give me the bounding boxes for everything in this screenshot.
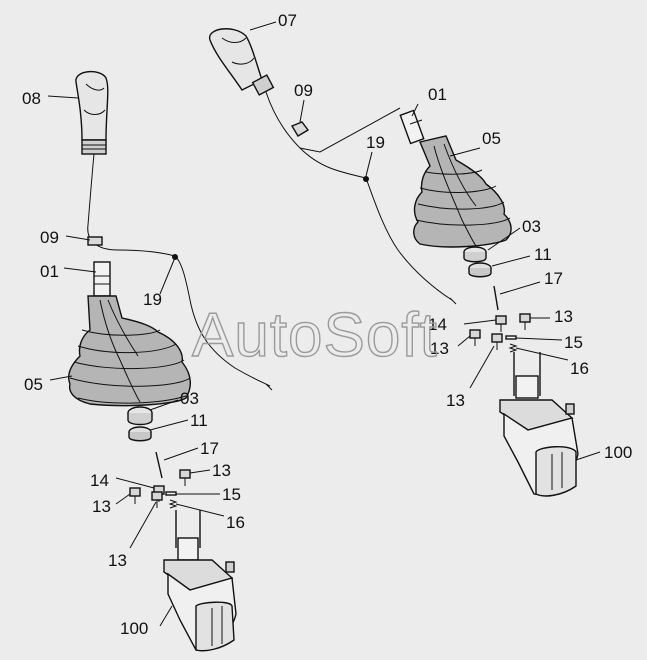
right-nut-09 (290, 121, 310, 137)
right-label-nut-small: 09 (294, 81, 313, 100)
left-nut-11 (128, 426, 152, 442)
right-knob (209, 28, 275, 96)
right-label-nut-11: 11 (534, 245, 552, 264)
left-label-spring: 16 (226, 513, 245, 532)
right-screw-14 (495, 315, 507, 332)
left-washer-15 (165, 491, 177, 496)
right-washer-15 (505, 335, 517, 340)
right-label-washer: 15 (564, 333, 583, 352)
left-nut-03 (127, 406, 153, 426)
left-assembly: 08 09 01 19 05 03 11 17 14 13 13 15 16 1… (22, 71, 273, 652)
right-label-wire: 19 (366, 133, 385, 152)
right-base-100 (499, 352, 579, 497)
right-label-screw-13-lower: 13 (446, 391, 465, 410)
right-boot (413, 135, 512, 248)
right-screw-13-right (519, 313, 531, 330)
left-label-base: 100 (120, 619, 148, 638)
right-label-boot: 05 (482, 129, 501, 148)
left-boot (68, 295, 192, 407)
left-wire-19 (174, 255, 271, 387)
left-label-screw-13-left: 13 (92, 497, 111, 516)
left-label-pin: 17 (200, 439, 219, 458)
left-label-nut-11: 11 (190, 411, 208, 430)
left-label-nut-03: 03 (180, 389, 199, 408)
left-spring-16 (168, 499, 178, 509)
left-screw-13-lower (151, 491, 163, 508)
right-screw-13-left (469, 329, 481, 346)
right-wire-connector (363, 176, 369, 182)
left-label-wire: 19 (143, 290, 162, 309)
left-label-boot: 05 (24, 375, 43, 394)
left-base-100 (163, 510, 237, 652)
right-nut-11 (468, 262, 492, 278)
right-label-pin: 17 (544, 269, 563, 288)
left-label-knob: 08 (22, 89, 41, 108)
left-screw-13-right (179, 469, 191, 486)
right-label-screw-13-left: 13 (430, 339, 449, 358)
left-label-screw-13-right: 13 (212, 461, 231, 480)
left-label-nut-small: 09 (40, 228, 59, 247)
right-knob-wire (265, 91, 401, 153)
right-label-base: 100 (604, 443, 632, 462)
left-nut-09 (87, 236, 103, 246)
right-label-spring: 16 (570, 359, 589, 378)
left-label-screw-13-lower: 13 (108, 551, 127, 570)
left-label-washer: 15 (222, 485, 241, 504)
right-label-knob: 07 (278, 11, 297, 30)
right-shaft (399, 109, 425, 145)
left-screw-13-left (129, 487, 141, 504)
right-screw-13-lower (491, 333, 503, 350)
left-knob (75, 71, 109, 155)
right-nut-03 (463, 246, 487, 263)
right-wire-19 (365, 177, 453, 301)
left-wire-connector (172, 254, 178, 260)
left-pin-17 (155, 451, 163, 479)
right-assembly: 07 09 01 05 19 03 11 17 14 13 13 15 16 1… (209, 11, 632, 497)
left-label-screw-14: 14 (90, 471, 109, 490)
right-pin-17 (493, 285, 499, 311)
left-shaft (93, 261, 111, 297)
right-label-screw-13-right: 13 (554, 307, 573, 326)
right-spring-16 (508, 343, 518, 353)
left-label-shaft: 01 (40, 262, 59, 281)
right-label-nut-03: 03 (522, 217, 541, 236)
right-label-shaft: 01 (428, 85, 447, 104)
right-label-screw-14: 14 (428, 315, 447, 334)
watermark-text: AutoSoft (192, 301, 438, 370)
